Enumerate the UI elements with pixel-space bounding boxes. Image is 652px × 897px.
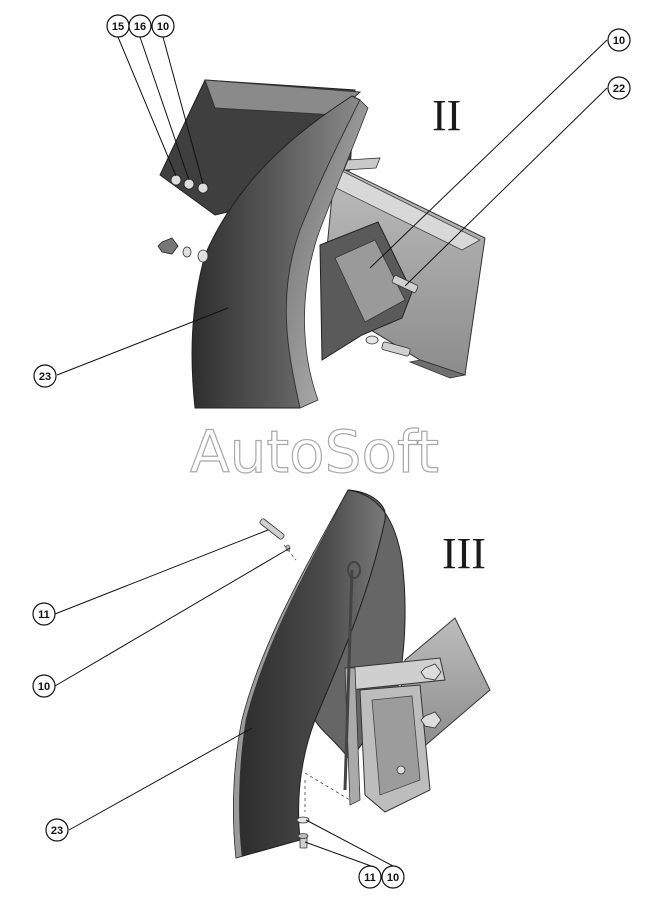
view-iii-leaders [54,529,394,867]
svg-text:15: 15 [112,21,124,33]
svg-text:23: 23 [51,825,63,837]
loose-bolt-bottom-iii [296,816,310,849]
view-label-iii: III [442,529,486,578]
channel-beam-bottom [408,359,467,379]
callout-ii-10-left: 10 [151,14,175,38]
callout-ii-10-right: 10 [607,28,631,52]
svg-text:10: 10 [38,681,50,693]
svg-text:22: 22 [613,83,625,95]
callout-iii-23: 23 [45,818,69,842]
view-label-ii: II [432,91,461,140]
callout-ii-16: 16 [128,14,152,38]
bolt-ii [365,275,419,357]
callout-iii-11-bottom: 11 [358,865,382,889]
callout-iii-10-top: 10 [32,674,56,698]
rod-loop [347,561,361,579]
callout-iii-11-top: 11 [32,602,56,626]
support-rod [343,569,354,791]
svg-text:10: 10 [387,872,399,884]
bracket-plate-face [371,695,421,796]
callout-ii-22: 22 [607,76,631,100]
assembly-dashes [283,544,351,812]
svg-text:23: 23 [39,371,51,383]
fender-iii-edge [233,489,349,859]
svg-text:16: 16 [134,21,146,33]
callout-iii-10-bottom: 10 [381,865,405,889]
view-ii-assembly [157,79,486,409]
svg-text:11: 11 [38,609,50,621]
loose-fasteners-ii [157,237,209,263]
callout-ii-15: 15 [106,14,130,38]
bracket-fasteners-iii [396,663,442,775]
svg-text:10: 10 [157,21,169,33]
watermark: AutoSoft [190,418,439,486]
loose-bolt-top-iii [259,518,291,552]
view-iii-assembly [233,489,491,859]
frame-tab [343,157,381,171]
svg-text:10: 10 [613,35,625,47]
frame-fasteners-ii [170,174,209,194]
view-ii-leaders [56,36,608,376]
mounting-plate-face [334,239,406,323]
callout-ii-23: 23 [33,364,57,388]
fender-ii-inner [285,99,369,409]
svg-text:11: 11 [364,872,376,884]
